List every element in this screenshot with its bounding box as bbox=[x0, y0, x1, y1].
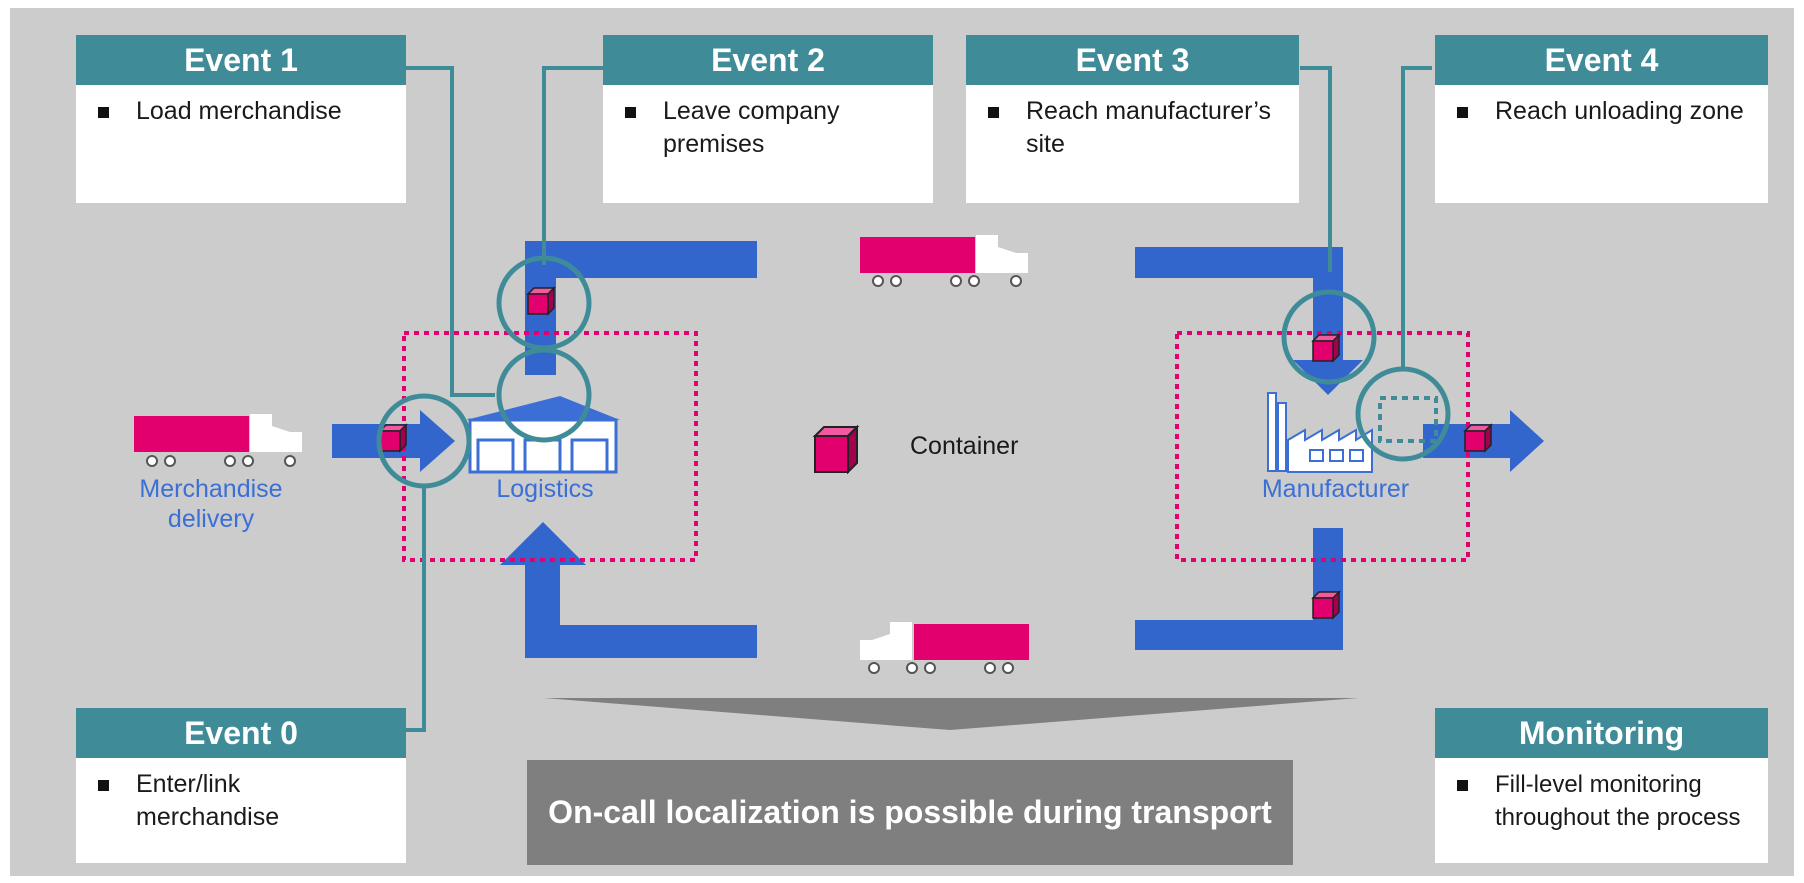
marker-event3 bbox=[1281, 289, 1377, 385]
event-1-box: Event 1 Load merchandise bbox=[76, 35, 406, 203]
factory-icon bbox=[1267, 392, 1373, 473]
flow-path-logistics-return bbox=[500, 522, 757, 658]
event-0-box: Event 0 Enter/link merchandise bbox=[76, 708, 406, 863]
event-2-body: Leave company premises bbox=[603, 85, 933, 173]
container-icon bbox=[1312, 334, 1340, 362]
logistics-label: Logistics bbox=[496, 475, 594, 503]
monitoring-text: Fill-level monitoring throughout the pro… bbox=[1495, 771, 1741, 831]
event-markers bbox=[376, 255, 1451, 489]
event-2-title: Event 2 bbox=[603, 35, 933, 85]
bullet-icon bbox=[988, 107, 999, 118]
marker-event4 bbox=[1355, 366, 1451, 462]
event-4-title: Event 4 bbox=[1435, 35, 1768, 85]
marker-event0 bbox=[376, 393, 472, 489]
bullet-icon bbox=[1457, 107, 1468, 118]
event-1-title: Event 1 bbox=[76, 35, 406, 85]
callout-line-event4 bbox=[1401, 66, 1432, 368]
event-4-body: Reach unloading zone bbox=[1435, 85, 1768, 140]
marker-event1 bbox=[496, 347, 592, 443]
event-1-body: Load merchandise bbox=[76, 85, 406, 140]
truck-delivery-icon bbox=[134, 414, 302, 467]
container-icon bbox=[1312, 591, 1340, 619]
event-0-title: Event 0 bbox=[76, 708, 406, 758]
callout-line-event2 bbox=[542, 66, 603, 265]
manufacturer-label: Manufacturer bbox=[1261, 475, 1410, 503]
bullet-icon bbox=[1457, 780, 1468, 791]
container-icon bbox=[1464, 424, 1492, 452]
truck-return-icon bbox=[860, 622, 1029, 674]
event-3-title: Event 3 bbox=[966, 35, 1299, 85]
callout-lines bbox=[405, 66, 1432, 732]
bullet-icon bbox=[98, 107, 109, 118]
flow-path-manufacturer-out bbox=[1135, 528, 1343, 650]
event-2-box: Event 2 Leave company premises bbox=[603, 35, 933, 203]
bullet-icon bbox=[98, 780, 109, 791]
bullet-icon bbox=[625, 107, 636, 118]
localization-banner: On-call localization is possible during … bbox=[527, 760, 1293, 865]
container-icon bbox=[379, 424, 407, 452]
container-label: Container bbox=[910, 432, 1019, 460]
event-3-box: Event 3 Reach manufacturer’s site bbox=[966, 35, 1299, 203]
event-4-text: Reach unloading zone bbox=[1495, 97, 1744, 125]
container-legend-icon bbox=[812, 424, 860, 475]
container-icon bbox=[527, 287, 555, 315]
funnel-shape bbox=[544, 698, 1358, 730]
event-1-text: Load merchandise bbox=[136, 97, 342, 125]
monitoring-body: Fill-level monitoring throughout the pro… bbox=[1435, 758, 1768, 846]
event-2-text: Leave company premises bbox=[663, 97, 840, 158]
event-4-box: Event 4 Reach unloading zone bbox=[1435, 35, 1768, 203]
flow-path-logistics-out bbox=[525, 241, 757, 375]
callout-line-event3 bbox=[1300, 66, 1332, 272]
event-0-body: Enter/link merchandise bbox=[76, 758, 406, 846]
event-3-text: Reach manufacturer’s site bbox=[1026, 97, 1272, 158]
truck-outbound-icon bbox=[860, 235, 1028, 287]
callout-line-event1 bbox=[405, 66, 495, 397]
monitoring-title: Monitoring bbox=[1435, 708, 1768, 758]
merchandise-delivery-label: Merchandise delivery bbox=[139, 475, 283, 533]
event-0-text: Enter/link merchandise bbox=[136, 770, 280, 831]
unloading-zone-marker bbox=[1378, 396, 1438, 443]
event-3-body: Reach manufacturer’s site bbox=[966, 85, 1299, 173]
monitoring-box: Monitoring Fill-level monitoring through… bbox=[1435, 708, 1768, 863]
callout-line-event0 bbox=[405, 485, 426, 732]
